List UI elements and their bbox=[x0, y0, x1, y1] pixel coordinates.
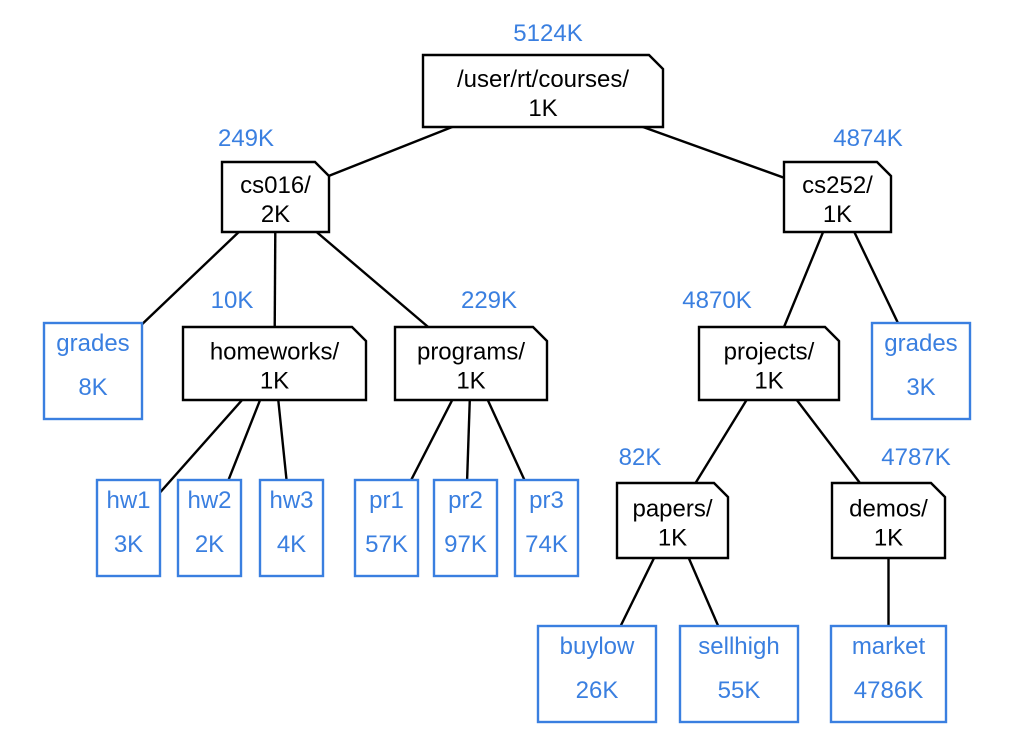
directory-name: programs/ bbox=[417, 339, 525, 366]
file-name: buylow bbox=[560, 633, 635, 660]
file-box bbox=[42, 321, 144, 421]
file-box bbox=[258, 478, 325, 578]
directory-node-homeworks[interactable]: homeworks/1K 10K bbox=[181, 287, 368, 402]
directory-own-size: 1K bbox=[874, 525, 903, 552]
directory-box bbox=[782, 160, 893, 234]
file-box bbox=[678, 624, 800, 724]
file-name: market bbox=[852, 633, 926, 660]
directory-total-size: 10K bbox=[211, 287, 254, 314]
directory-box bbox=[615, 481, 730, 560]
directory-name: projects/ bbox=[724, 339, 815, 366]
directory-own-size: 1K bbox=[260, 368, 289, 395]
file-name: grades bbox=[884, 330, 957, 357]
directory-total-size: 4787K bbox=[881, 444, 950, 471]
directory-box bbox=[421, 53, 665, 129]
directory-own-size: 1K bbox=[528, 95, 557, 122]
directory-own-size: 1K bbox=[823, 201, 852, 228]
file-box bbox=[870, 321, 972, 421]
directory-name: papers/ bbox=[632, 496, 712, 523]
file-size: 8K bbox=[78, 374, 107, 401]
file-size: 57K bbox=[365, 531, 408, 558]
file-size: 74K bbox=[525, 531, 568, 558]
directory-total-size: 229K bbox=[461, 287, 517, 314]
file-node-grades1[interactable]: grades 8K bbox=[42, 321, 144, 421]
directory-box bbox=[220, 160, 331, 234]
file-box bbox=[829, 624, 948, 724]
directory-box bbox=[830, 481, 947, 560]
file-box bbox=[95, 478, 162, 578]
file-size: 3K bbox=[906, 374, 935, 401]
file-name: hw3 bbox=[269, 487, 313, 514]
directory-box bbox=[181, 325, 368, 402]
directory-name: demos/ bbox=[849, 496, 928, 523]
file-node-sellhigh[interactable]: sellhigh 55K bbox=[678, 624, 800, 724]
file-size: 97K bbox=[444, 531, 487, 558]
directory-node-papers[interactable]: papers/1K 82K bbox=[615, 444, 730, 560]
file-node-pr2[interactable]: pr2 97K bbox=[432, 478, 499, 578]
file-node-hw2[interactable]: hw2 2K bbox=[176, 478, 243, 578]
file-box bbox=[432, 478, 499, 578]
file-size: 2K bbox=[195, 531, 224, 558]
file-node-hw1[interactable]: hw1 3K bbox=[95, 478, 162, 578]
file-box bbox=[513, 478, 580, 578]
directory-total-size: 4870K bbox=[682, 287, 751, 314]
directory-node-programs[interactable]: programs/1K 229K bbox=[393, 287, 549, 402]
directory-name: cs016/ bbox=[240, 172, 311, 199]
file-box bbox=[176, 478, 243, 578]
file-size: 26K bbox=[576, 677, 619, 704]
directory-node-demos[interactable]: demos/1K 4787K bbox=[830, 444, 951, 560]
file-box bbox=[353, 478, 420, 578]
directory-own-size: 2K bbox=[261, 201, 290, 228]
directory-box bbox=[393, 325, 549, 402]
directory-name: cs252/ bbox=[802, 172, 873, 199]
directory-name: homeworks/ bbox=[210, 339, 340, 366]
file-name: pr2 bbox=[448, 487, 483, 514]
file-node-pr1[interactable]: pr1 57K bbox=[353, 478, 420, 578]
file-size: 4K bbox=[277, 531, 306, 558]
directory-node-projects[interactable]: projects/1K 4870K bbox=[682, 287, 841, 402]
file-size: 4786K bbox=[854, 677, 923, 704]
nodes-layer: /user/rt/courses/1K 5124K cs016/2K 249K cs25… bbox=[42, 20, 972, 724]
directory-box bbox=[697, 325, 841, 402]
directory-total-size: 249K bbox=[218, 125, 274, 152]
file-size: 3K bbox=[114, 531, 143, 558]
directory-total-size: 4874K bbox=[833, 125, 902, 152]
file-name: hw1 bbox=[106, 487, 150, 514]
directory-total-size: 82K bbox=[619, 444, 662, 471]
directory-name: /user/rt/courses/ bbox=[457, 66, 629, 93]
directory-own-size: 1K bbox=[754, 368, 783, 395]
file-node-grades2[interactable]: grades 3K bbox=[870, 321, 972, 421]
directory-own-size: 1K bbox=[456, 368, 485, 395]
directory-own-size: 1K bbox=[658, 525, 687, 552]
file-size: 55K bbox=[718, 677, 761, 704]
file-name: pr3 bbox=[529, 487, 564, 514]
directory-total-size: 5124K bbox=[513, 20, 582, 47]
file-node-market[interactable]: market 4786K bbox=[829, 624, 948, 724]
file-name: hw2 bbox=[187, 487, 231, 514]
directory-node-cs016[interactable]: cs016/2K 249K bbox=[218, 125, 331, 234]
directory-node-cs252[interactable]: cs252/1K 4874K bbox=[782, 125, 903, 234]
file-box bbox=[536, 624, 658, 724]
directory-node-root[interactable]: /user/rt/courses/1K 5124K bbox=[421, 20, 665, 129]
file-name: pr1 bbox=[369, 487, 404, 514]
file-node-hw3[interactable]: hw3 4K bbox=[258, 478, 325, 578]
file-node-buylow[interactable]: buylow 26K bbox=[536, 624, 658, 724]
file-name: grades bbox=[56, 330, 129, 357]
file-name: sellhigh bbox=[698, 633, 779, 660]
file-node-pr3[interactable]: pr3 74K bbox=[513, 478, 580, 578]
